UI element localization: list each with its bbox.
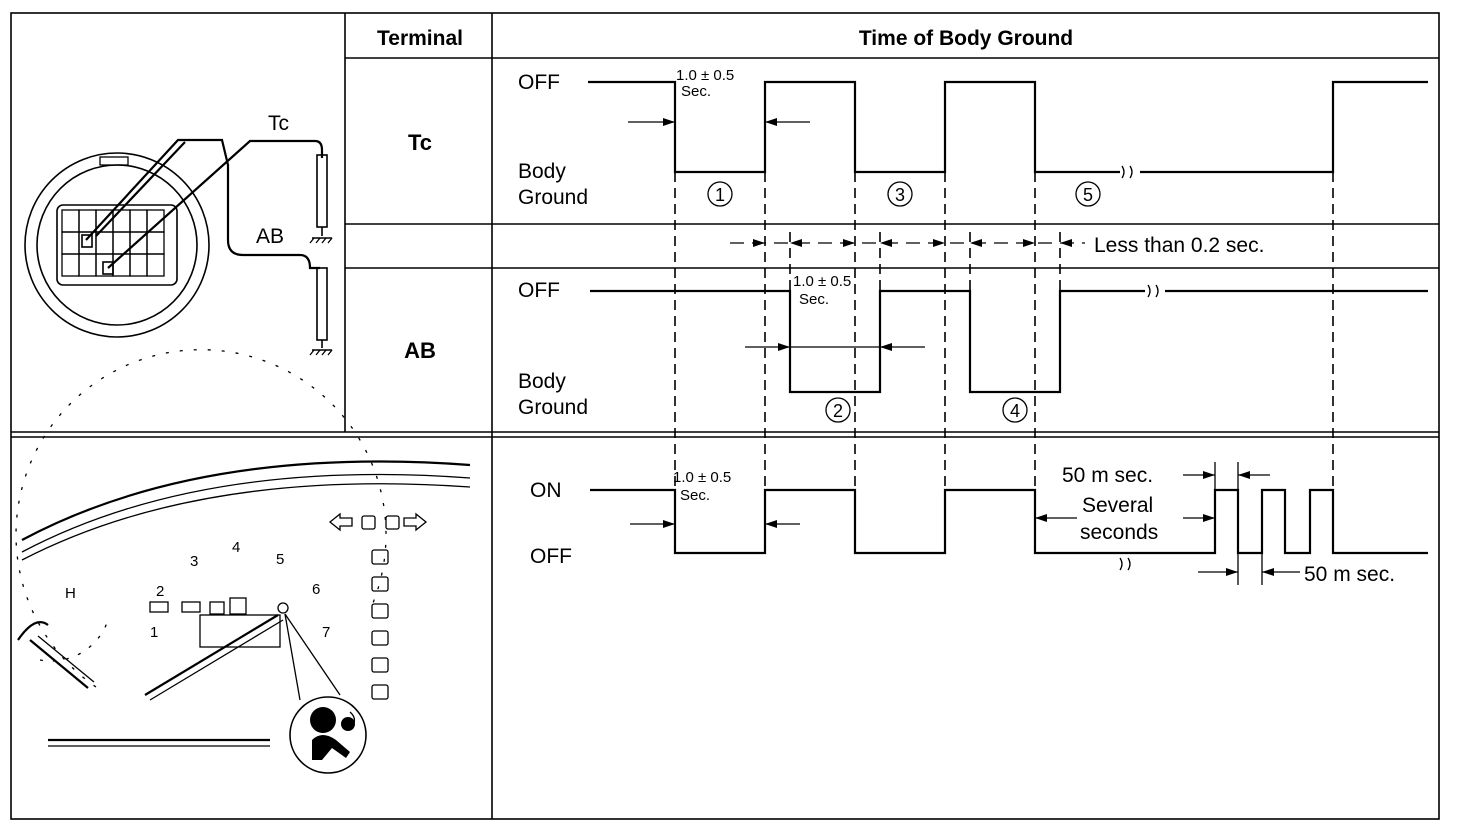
step-1: 1 [715, 185, 725, 205]
svg-text:H: H [65, 585, 76, 602]
row-label-tc: Tc [408, 130, 432, 155]
svg-text:2: 2 [156, 583, 164, 600]
tc-ground-symbol-icon [309, 237, 333, 244]
diagnostic-connector-illustration: Tc AB [24, 112, 333, 356]
step-4: 4 [1010, 401, 1020, 421]
connector-label-ab: AB [256, 225, 284, 248]
turn-signal-arrow-icon [328, 512, 428, 532]
step-3: 3 [895, 185, 905, 205]
svg-text:7: 7 [322, 624, 330, 641]
tc-ground-label: Ground [518, 186, 588, 209]
timing-guides [674, 172, 1334, 490]
seconds-label: seconds [1080, 521, 1158, 544]
ab-duration-value: 1.0 ± 0.5 [793, 273, 851, 290]
table-grid [10, 12, 1440, 820]
tc-duration-unit: Sec. [681, 83, 711, 100]
ab-off-label: OFF [518, 279, 560, 302]
header-time-of-body-ground: Time of Body Ground [859, 27, 1073, 50]
less-than-row: Less than 0.2 sec. [730, 234, 1264, 257]
indicator-lamps [371, 549, 389, 700]
ab-body-label: Body [518, 370, 566, 393]
light-on-label: ON [530, 479, 562, 502]
tc-body-label: Body [518, 160, 566, 183]
ab-waveform: OFF Body Ground 1.0 ± 0.5 Sec. [518, 273, 1428, 419]
header-terminal: Terminal [377, 27, 463, 50]
ab-break-mark-icon [1147, 284, 1159, 298]
ab-ground-symbol-icon [309, 349, 333, 356]
step-2: 2 [833, 401, 843, 421]
svg-text:3: 3 [190, 553, 198, 570]
tc-off-label: OFF [518, 71, 560, 94]
svg-text:4: 4 [232, 539, 240, 556]
tc-waveform: OFF Body Ground 1.0 ± 0.5 Sec. [518, 67, 1428, 209]
connector-label-tc: Tc [268, 112, 289, 135]
svg-text:1: 1 [150, 624, 158, 641]
light-break-mark-icon [1119, 557, 1131, 571]
light-duration-unit: Sec. [680, 487, 710, 504]
several-label: Several [1082, 494, 1153, 517]
tc-duration-value: 1.0 ± 0.5 [676, 67, 734, 84]
step-markers: 1 2 3 4 5 [707, 181, 1101, 423]
step-5: 5 [1083, 185, 1093, 205]
fifty-ms-bottom-label: 50 m sec. [1304, 563, 1395, 586]
fifty-ms-top-label: 50 m sec. [1062, 464, 1153, 487]
ab-duration-unit: Sec. [799, 291, 829, 308]
row-label-ab: AB [404, 338, 436, 363]
warning-light-waveform: ON OFF 1.0 ± 0.5 Sec. 50 m sec. Several … [530, 462, 1428, 586]
tc-break-mark-icon [1121, 165, 1133, 179]
less-than-label: Less than 0.2 sec. [1094, 234, 1264, 257]
svg-text:6: 6 [312, 581, 320, 598]
svg-text:5: 5 [276, 551, 284, 568]
instrument-cluster-illustration: H 1 2 3 4 5 6 7 [15, 349, 471, 774]
airbag-warning-icon [289, 696, 367, 774]
light-off-label: OFF [530, 545, 572, 568]
ab-ground-label: Ground [518, 396, 588, 419]
light-duration-value: 1.0 ± 0.5 [673, 469, 731, 486]
